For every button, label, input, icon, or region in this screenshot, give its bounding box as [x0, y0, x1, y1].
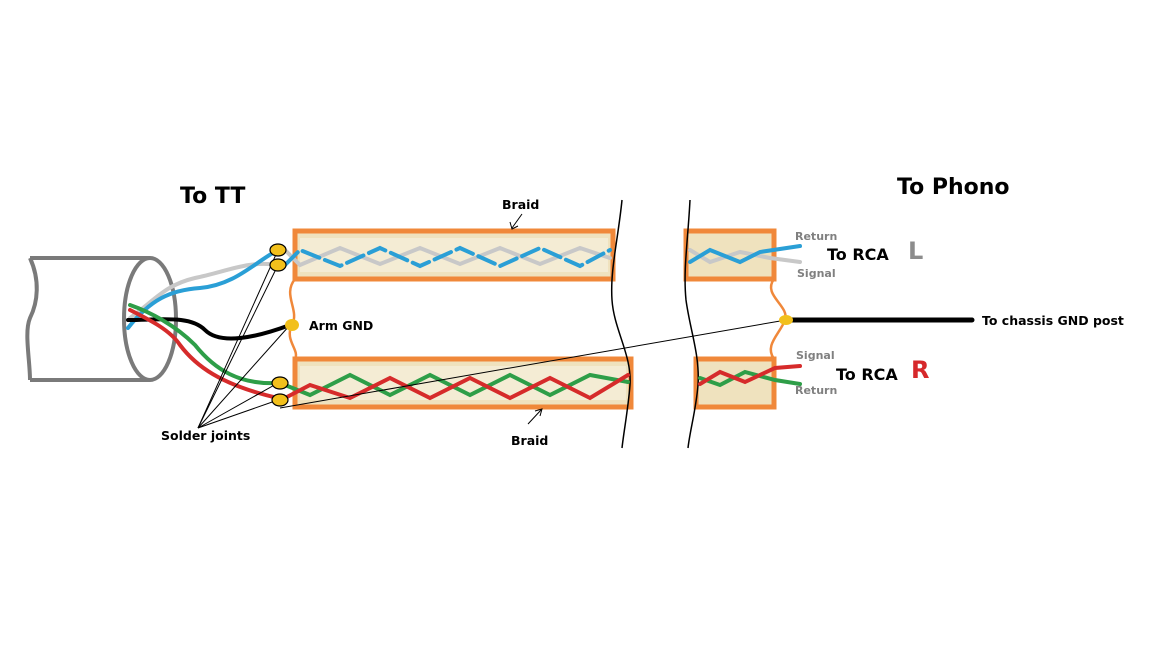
to-phono-label: To Phono [897, 175, 1010, 200]
solder-joint-pointers [197, 249, 787, 429]
return-top-label: Return [795, 230, 838, 243]
braid-label-bottom: Braid [511, 433, 549, 448]
channel-right-label: R [911, 356, 930, 384]
twisted-pair-left [283, 244, 802, 269]
to-tt-label: To TT [180, 184, 246, 209]
signal-top-label: Signal [797, 267, 836, 280]
braid-label-top: Braid [502, 197, 540, 212]
signal-bottom-label: Signal [796, 349, 835, 362]
solder-joints-label: Solder joints [161, 428, 251, 443]
return-bottom-label: Return [795, 384, 838, 397]
chassis-gnd-label: To chassis GND post [982, 313, 1124, 328]
solder-joint-icon [269, 258, 287, 272]
channel-left-label: L [908, 237, 924, 265]
solder-joint-icon [779, 315, 793, 325]
solder-joint-icon [285, 319, 299, 331]
tt-breakout-wires [126, 248, 292, 400]
to-rca-right-label: To RCA [836, 365, 898, 384]
braid-arrows [509, 213, 543, 425]
cable-break-lines [610, 199, 700, 449]
solder-joint-icon [271, 376, 289, 390]
to-rca-left-label: To RCA [827, 245, 889, 264]
solder-joint-icon [269, 243, 287, 257]
arm-gnd-label: Arm GND [309, 318, 374, 333]
solder-joint-icon [271, 393, 289, 407]
twisted-pair-right [283, 364, 802, 401]
solder-joints [269, 243, 793, 407]
